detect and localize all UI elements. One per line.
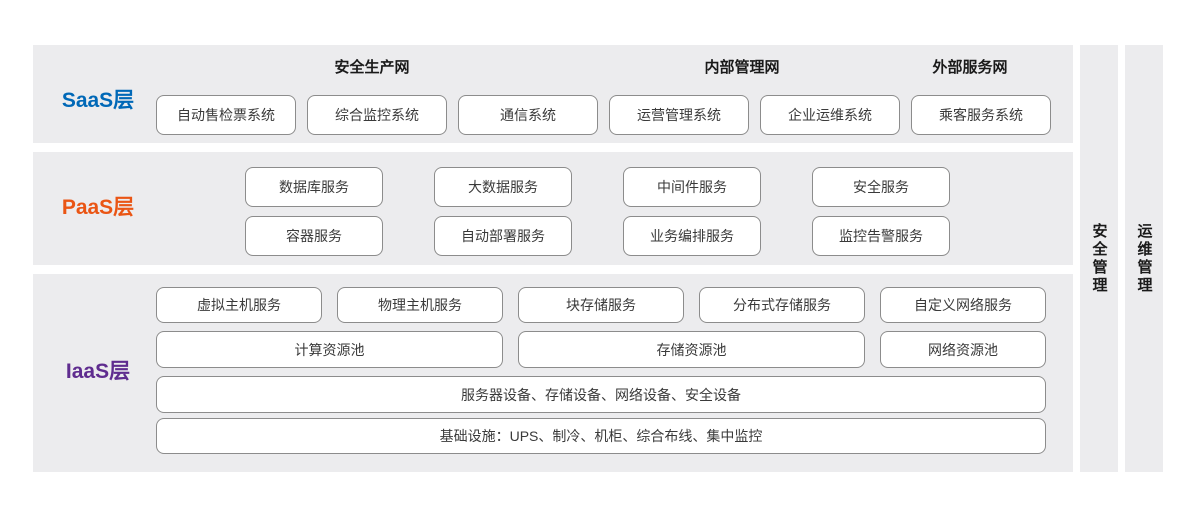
- iaas-box-compute-resource-pool: 计算资源池: [156, 331, 503, 368]
- saas-box-ticketing-system: 自动售检票系统: [156, 95, 296, 135]
- iaas-box-distributed-storage-service: 分布式存储服务: [699, 287, 865, 323]
- network-header-safety-production: 安全生产网: [334, 59, 410, 76]
- iaas-services-row: 虚拟主机服务 物理主机服务 块存储服务 分布式存储服务 自定义网络服务: [156, 287, 1046, 323]
- iaas-layer-panel: IaaS层 虚拟主机服务 物理主机服务 块存储服务 分布式存储服务 自定义网络服…: [33, 274, 1073, 472]
- saas-systems-row: 自动售检票系统 综合监控系统 通信系统 运营管理系统 企业运维系统 乘客服务系统: [156, 95, 1051, 135]
- security-management-label: 安全管理: [1090, 222, 1108, 295]
- paas-box-monitoring-alert-service: 监控告警服务: [812, 216, 950, 256]
- iaas-resource-pools-row: 计算资源池 存储资源池 网络资源池: [156, 331, 1046, 368]
- saas-box-enterprise-ops-system: 企业运维系统: [760, 95, 900, 135]
- network-header-internal-management: 内部管理网: [704, 59, 780, 76]
- paas-box-middleware-service: 中间件服务: [623, 167, 761, 207]
- paas-box-auto-deploy-service: 自动部署服务: [434, 216, 572, 256]
- iaas-box-block-storage-service: 块存储服务: [518, 287, 684, 323]
- iaas-box-storage-resource-pool: 存储资源池: [518, 331, 865, 368]
- saas-box-communication-system: 通信系统: [458, 95, 598, 135]
- saas-box-passenger-service-system: 乘客服务系统: [911, 95, 1051, 135]
- paas-services-row-1: 数据库服务 大数据服务 中间件服务 安全服务: [245, 167, 950, 207]
- paas-box-bigdata-service: 大数据服务: [434, 167, 572, 207]
- network-header-external-service: 外部服务网: [932, 59, 1008, 76]
- saas-layer-panel: SaaS层 安全生产网 内部管理网 外部服务网 自动售检票系统 综合监控系统 通…: [33, 45, 1073, 143]
- iaas-infrastructure-row: 基础设施：UPS、制冷、机柜、综合布线、集中监控: [156, 418, 1046, 454]
- iaas-box-physical-host-service: 物理主机服务: [337, 287, 503, 323]
- paas-services-row-2: 容器服务 自动部署服务 业务编排服务 监控告警服务: [245, 216, 950, 256]
- saas-layer-label: SaaS层: [61, 89, 135, 112]
- paas-box-security-service: 安全服务: [812, 167, 950, 207]
- paas-layer-label: PaaS层: [61, 196, 135, 219]
- iaas-box-virtual-host-service: 虚拟主机服务: [156, 287, 322, 323]
- iaas-box-basic-infrastructure: 基础设施：UPS、制冷、机柜、综合布线、集中监控: [156, 418, 1046, 454]
- security-management-bar: 安全管理: [1080, 45, 1118, 472]
- iaas-equipment-row: 服务器设备、存储设备、网络设备、安全设备: [156, 376, 1046, 413]
- iaas-box-network-resource-pool: 网络资源池: [880, 331, 1046, 368]
- saas-box-operation-management-system: 运营管理系统: [609, 95, 749, 135]
- saas-box-integrated-monitoring-system: 综合监控系统: [307, 95, 447, 135]
- paas-layer-panel: PaaS层 数据库服务 大数据服务 中间件服务 安全服务 容器服务 自动部署服务…: [33, 152, 1073, 265]
- paas-box-database-service: 数据库服务: [245, 167, 383, 207]
- iaas-box-hardware-equipment: 服务器设备、存储设备、网络设备、安全设备: [156, 376, 1046, 413]
- iaas-layer-label: IaaS层: [65, 360, 131, 383]
- paas-box-container-service: 容器服务: [245, 216, 383, 256]
- paas-box-orchestration-service: 业务编排服务: [623, 216, 761, 256]
- iaas-box-custom-network-service: 自定义网络服务: [880, 287, 1046, 323]
- ops-management-bar: 运维管理: [1125, 45, 1163, 472]
- ops-management-label: 运维管理: [1135, 222, 1153, 295]
